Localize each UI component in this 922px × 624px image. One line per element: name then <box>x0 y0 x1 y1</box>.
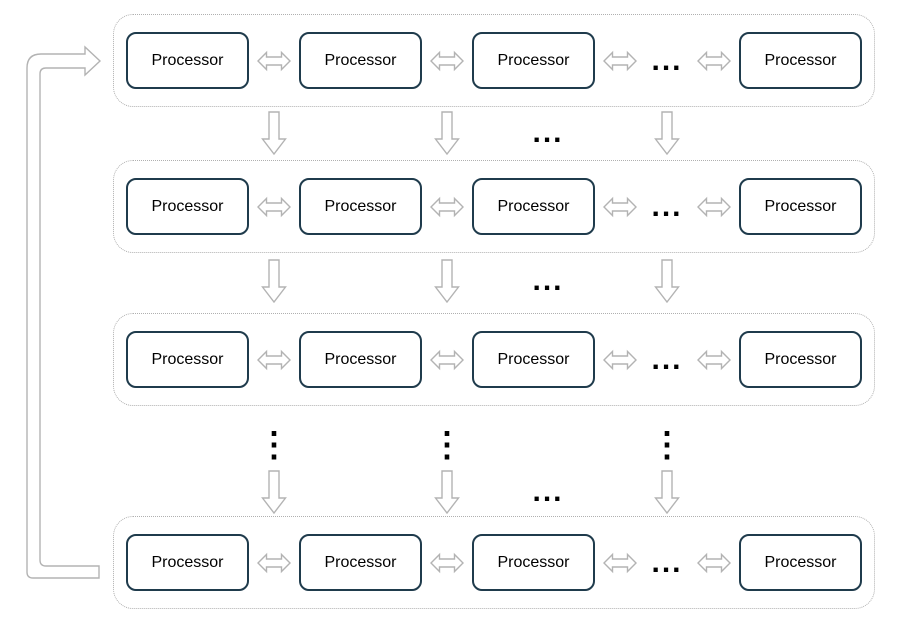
vertical-ellipsis: ⋮ <box>257 426 291 464</box>
down-arrow-icon <box>261 111 287 155</box>
bidirectional-arrow-icon <box>603 552 637 574</box>
processor-row-4: Processor Processor Processor ... Proces… <box>113 516 875 609</box>
bidirectional-arrow-icon <box>697 552 731 574</box>
bidirectional-arrow-icon <box>430 349 464 371</box>
processor-node: Processor <box>299 534 422 591</box>
processor-node: Processor <box>472 178 595 235</box>
down-arrow-icon <box>654 111 680 155</box>
bidirectional-arrow-icon <box>257 349 291 371</box>
processor-node: Processor <box>126 32 249 89</box>
processor-node: Processor <box>739 32 862 89</box>
bidirectional-arrow-icon <box>697 50 731 72</box>
down-arrow-icon <box>654 470 680 514</box>
down-arrow-icon <box>434 259 460 303</box>
processor-node: Processor <box>472 32 595 89</box>
row-gap-1: ... <box>0 111 922 157</box>
processor-node: Processor <box>126 178 249 235</box>
gap-ellipsis: ... <box>532 264 564 297</box>
row-ellipsis: ... <box>651 43 683 77</box>
row-ellipsis: ... <box>651 342 683 376</box>
processor-node: Processor <box>126 331 249 388</box>
processor-row-1: Processor Processor Processor ... Proces… <box>113 14 875 107</box>
bidirectional-arrow-icon <box>430 196 464 218</box>
row-gap-2: ... <box>0 259 922 305</box>
down-arrow-icon <box>261 470 287 514</box>
bidirectional-arrow-icon <box>257 552 291 574</box>
bidirectional-arrow-icon <box>697 349 731 371</box>
vertical-ellipsis: ⋮ <box>650 426 684 464</box>
row-ellipsis: ... <box>651 545 683 579</box>
bidirectional-arrow-icon <box>430 552 464 574</box>
row-ellipsis: ... <box>651 189 683 223</box>
processor-row-2: Processor Processor Processor ... Proces… <box>113 160 875 253</box>
down-arrow-icon <box>261 259 287 303</box>
processor-node: Processor <box>299 331 422 388</box>
bidirectional-arrow-icon <box>257 50 291 72</box>
gap-ellipsis: ... <box>532 116 564 149</box>
processor-node: Processor <box>299 178 422 235</box>
processor-node: Processor <box>126 534 249 591</box>
processor-node: Processor <box>739 178 862 235</box>
gap-ellipsis: ... <box>532 475 564 508</box>
bidirectional-arrow-icon <box>257 196 291 218</box>
processor-node: Processor <box>472 331 595 388</box>
row-gap-3: ⋮ ⋮ ⋮ ... <box>0 424 922 516</box>
down-arrow-icon <box>434 470 460 514</box>
bidirectional-arrow-icon <box>603 349 637 371</box>
vertical-ellipsis: ⋮ <box>430 426 464 464</box>
down-arrow-icon <box>434 111 460 155</box>
processor-row-3: Processor Processor Processor ... Proces… <box>113 313 875 406</box>
down-arrow-icon <box>654 259 680 303</box>
processor-node: Processor <box>739 534 862 591</box>
processor-node: Processor <box>472 534 595 591</box>
bidirectional-arrow-icon <box>603 50 637 72</box>
processor-node: Processor <box>299 32 422 89</box>
bidirectional-arrow-icon <box>697 196 731 218</box>
bidirectional-arrow-icon <box>603 196 637 218</box>
processor-node: Processor <box>739 331 862 388</box>
bidirectional-arrow-icon <box>430 50 464 72</box>
